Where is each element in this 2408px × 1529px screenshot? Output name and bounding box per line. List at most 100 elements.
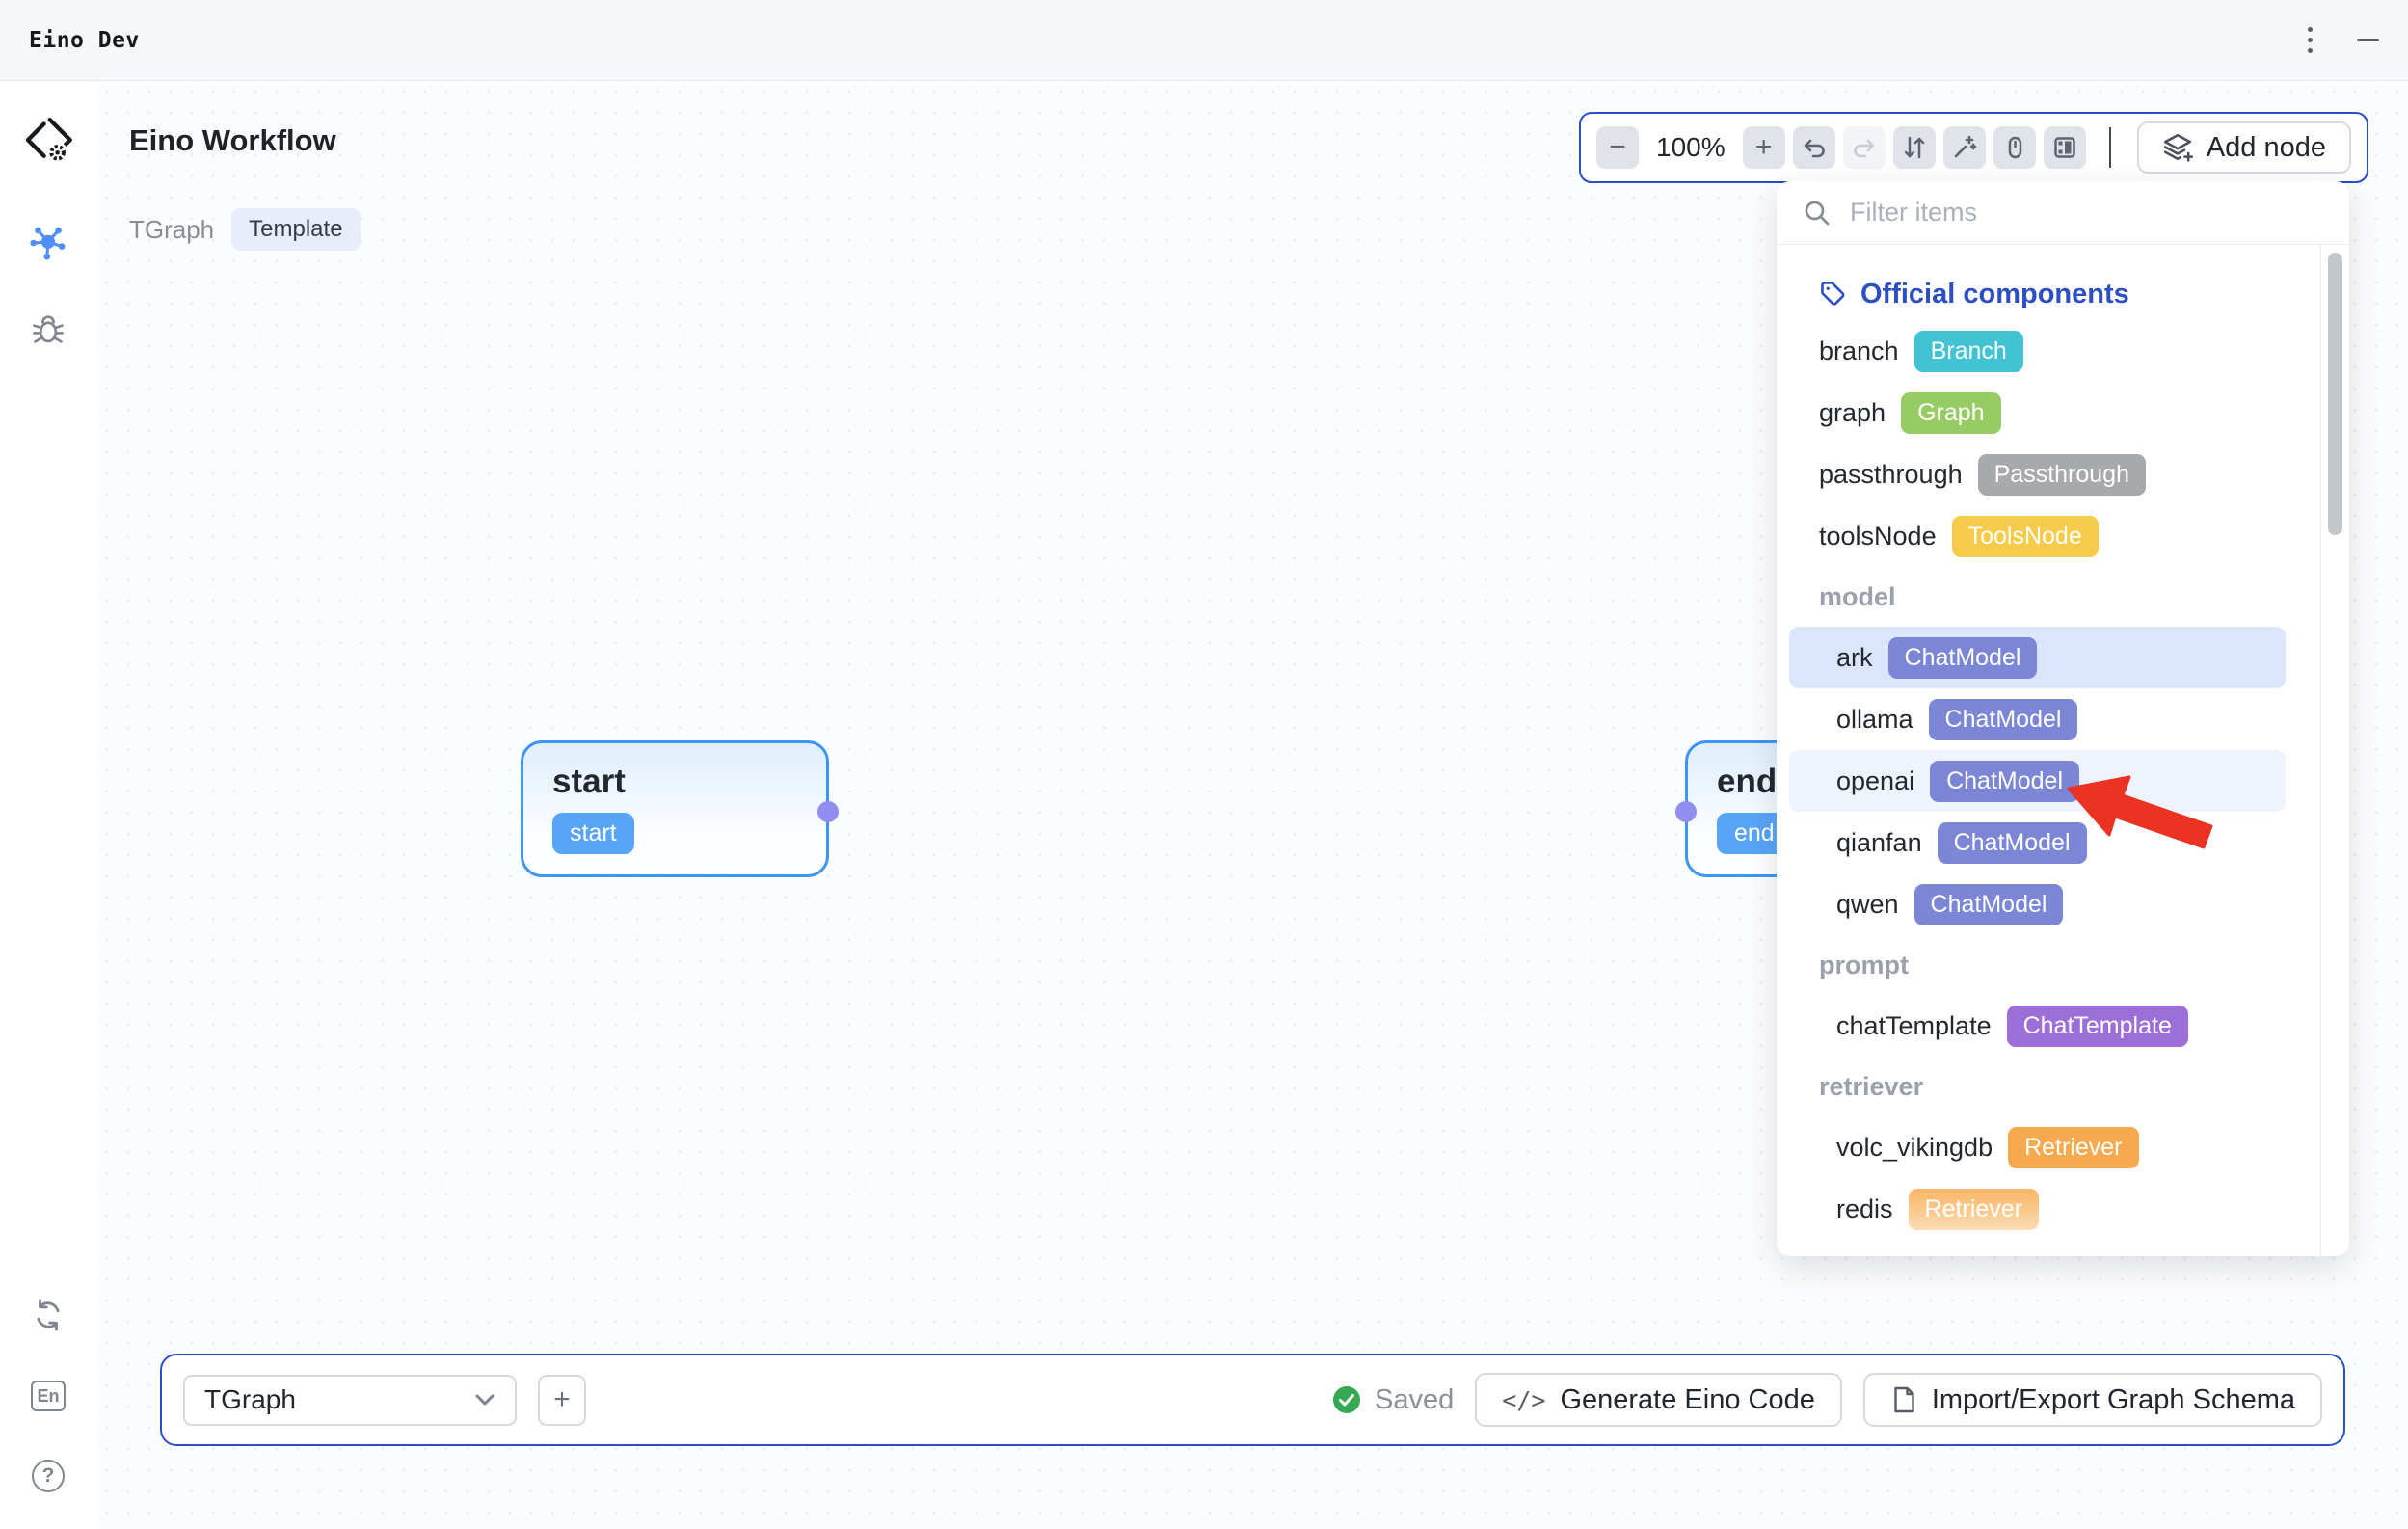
component-name: volc_vikingdb: [1836, 1132, 1993, 1162]
component-type-badge: Branch: [1913, 330, 2023, 372]
component-type-badge: Retriever: [2008, 1126, 2139, 1168]
help-icon[interactable]: ?: [32, 1460, 65, 1492]
node-start-output-port[interactable]: [817, 801, 839, 822]
eino-logo-icon: [21, 114, 75, 168]
component-name: ollama: [1836, 704, 1913, 734]
code-icon: </>: [1502, 1385, 1546, 1414]
canvas-toolbar: − 100% +: [1579, 112, 2368, 183]
component-row-toolsNode[interactable]: toolsNode ToolsNode: [1819, 505, 2278, 567]
panel-body: Official components branch Branch graph …: [1777, 245, 2320, 1240]
chevron-down-icon: [475, 1394, 495, 1406]
window-minimize-icon[interactable]: [2357, 39, 2379, 41]
panel-search-row: [1777, 181, 2349, 245]
add-graph-button[interactable]: +: [538, 1374, 586, 1426]
component-type-badge: ToolsNode: [1951, 515, 2099, 557]
undo-button[interactable]: [1792, 126, 1835, 169]
component-type-badge: Passthrough: [1977, 453, 2146, 496]
component-row-volc-vikingdb[interactable]: volc_vikingdb Retriever: [1789, 1116, 2286, 1178]
official-components-title: Official components: [1860, 278, 2129, 309]
component-row-redis[interactable]: redis Retriever: [1789, 1178, 2286, 1240]
component-name: chatTemplate: [1836, 1010, 1992, 1040]
import-export-button[interactable]: Import/Export Graph Schema: [1862, 1373, 2322, 1427]
add-node-button[interactable]: Add node: [2136, 121, 2351, 174]
component-row-branch[interactable]: branch Branch: [1819, 320, 2278, 382]
component-row-graph[interactable]: graph Graph: [1819, 382, 2278, 443]
component-type-badge: ChatModel: [1937, 821, 2087, 864]
graph-select-value: TGraph: [204, 1384, 296, 1414]
component-name: qwen: [1836, 889, 1899, 919]
node-end-title: end: [1717, 763, 1778, 800]
component-name: graph: [1819, 397, 1886, 427]
graph-name-label: TGraph: [129, 214, 215, 244]
zoom-out-button[interactable]: −: [1596, 126, 1639, 169]
window-titlebar: Eino Dev: [0, 0, 2408, 81]
left-sidebar: En ?: [0, 81, 96, 1529]
component-row-passthrough[interactable]: passthrough Passthrough: [1819, 443, 2278, 505]
component-name: openai: [1836, 765, 1915, 795]
check-circle-icon: [1333, 1386, 1361, 1413]
generate-code-button[interactable]: </> Generate Eino Code: [1475, 1373, 1842, 1427]
refresh-icon[interactable]: [31, 1298, 66, 1332]
workflow-tab-icon[interactable]: [29, 224, 67, 262]
component-type-badge: ChatModel: [1928, 698, 2078, 740]
save-status: Saved: [1332, 1384, 1454, 1416]
component-name: qianfan: [1836, 827, 1922, 857]
undo-icon: [1804, 139, 1825, 158]
mouse-mode-button[interactable]: [1993, 126, 2036, 169]
minimap-button[interactable]: [2043, 126, 2086, 169]
zoom-level: 100%: [1656, 132, 1726, 162]
component-name: redis: [1836, 1194, 1893, 1223]
add-node-panel: Official components branch Branch graph …: [1777, 181, 2349, 1256]
redo-button[interactable]: [1842, 126, 1886, 169]
redo-icon: [1853, 139, 1874, 158]
auto-layout-button[interactable]: [1892, 126, 1936, 169]
zoom-in-button[interactable]: +: [1742, 126, 1785, 169]
node-start-badge: start: [552, 813, 634, 854]
component-row-openai[interactable]: openai ChatModel: [1789, 750, 2286, 812]
section-label-retriever: retriever: [1819, 1071, 1924, 1101]
template-badge[interactable]: Template: [231, 208, 361, 251]
language-icon[interactable]: En: [31, 1381, 66, 1411]
official-components-header: Official components: [1819, 268, 2278, 320]
plus-icon: +: [1754, 131, 1773, 163]
plus-icon: +: [553, 1383, 571, 1415]
component-name: toolsNode: [1819, 521, 1937, 550]
magic-wand-button[interactable]: [1942, 126, 1986, 169]
component-row-qwen[interactable]: qwen ChatModel: [1789, 873, 2286, 935]
save-status-label: Saved: [1375, 1383, 1455, 1415]
import-export-label: Import/Export Graph Schema: [1931, 1383, 2295, 1415]
component-name: ark: [1836, 642, 1873, 672]
document-icon: [1894, 1386, 1914, 1413]
toolbar-divider: [2108, 127, 2112, 168]
graph-select-dropdown[interactable]: TGraph: [183, 1374, 517, 1426]
component-type-badge: ChatModel: [1930, 760, 2079, 802]
magic-wand-icon: [1954, 135, 1976, 158]
component-type-badge: ChatModel: [1887, 636, 2038, 679]
filter-items-input[interactable]: [1850, 198, 2324, 228]
minus-icon: −: [1609, 131, 1626, 163]
node-end-input-port[interactable]: [1675, 801, 1697, 822]
layout-grid-icon: [2053, 137, 2075, 158]
add-node-label: Add node: [2206, 131, 2326, 163]
mouse-icon: [2008, 136, 2021, 159]
component-row-ollama[interactable]: ollama ChatModel: [1789, 688, 2286, 750]
component-type-badge: Retriever: [1908, 1188, 2039, 1230]
section-label-model: model: [1819, 581, 1896, 611]
window-menu-icon[interactable]: [2304, 23, 2316, 57]
node-start[interactable]: start start: [521, 740, 839, 877]
window-actions: [2304, 23, 2379, 57]
component-type-badge: ChatTemplate: [2006, 1005, 2188, 1047]
debug-tab-icon[interactable]: [30, 310, 67, 347]
component-row-ark[interactable]: ark ChatModel: [1789, 627, 2286, 688]
generate-code-label: Generate Eino Code: [1560, 1383, 1815, 1415]
panel-scrollbar-track[interactable]: [2320, 245, 2349, 1256]
section-label-prompt: prompt: [1819, 950, 1909, 979]
component-row-chatTemplate[interactable]: chatTemplate ChatTemplate: [1789, 995, 2286, 1057]
component-row-qianfan[interactable]: qianfan ChatModel: [1789, 812, 2286, 873]
search-icon: [1805, 201, 1830, 225]
auto-layout-icon: [1904, 136, 1924, 159]
panel-scrollbar-thumb[interactable]: [2328, 253, 2342, 535]
page-title: Eino Workflow: [129, 123, 336, 157]
bottom-bar: TGraph + Saved </> Generate Eino Code Im…: [160, 1354, 2345, 1446]
window-title: Eino Dev: [29, 27, 140, 53]
